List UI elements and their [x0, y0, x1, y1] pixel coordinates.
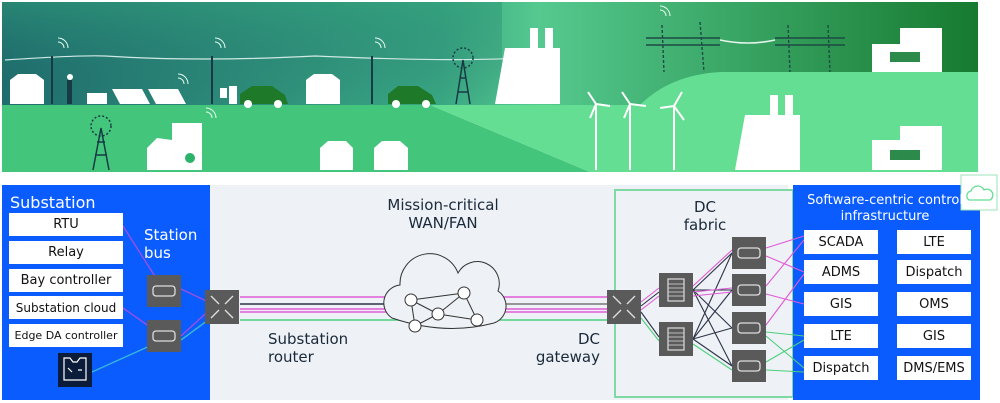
dc-spine-switch-1[interactable] — [659, 273, 693, 307]
wind-turbines — [587, 91, 685, 170]
electric-cars — [240, 86, 436, 108]
fabric-link — [692, 249, 733, 287]
substations — [495, 28, 800, 170]
device-relay[interactable]: Relay — [9, 241, 123, 264]
fabric-link — [765, 335, 805, 369]
wan-cloud — [383, 253, 507, 333]
fabric-link — [692, 327, 733, 340]
transmission-towers — [646, 21, 845, 73]
fabric-link — [692, 252, 733, 291]
control-app-right-2[interactable]: OMS — [897, 292, 971, 316]
control-app-right-1[interactable]: Dispatch — [897, 260, 971, 284]
cloud-icon — [966, 185, 994, 201]
dc-spine-switch-2[interactable] — [659, 322, 693, 356]
control-app-right-4[interactable]: DMS/EMS — [897, 356, 971, 380]
fabric-link — [765, 331, 805, 337]
fabric-link — [765, 273, 805, 326]
control-centers — [872, 28, 942, 170]
device-edge-da-controller[interactable]: Edge DA controller — [9, 324, 123, 347]
cloud-tile[interactable] — [960, 174, 998, 211]
control-app-right-0[interactable]: LTE — [897, 230, 971, 254]
utility-poles — [51, 56, 373, 104]
station-bus-label: Station bus — [144, 226, 198, 262]
dc-gateway[interactable] — [607, 290, 641, 324]
dc-fabric-title: DC fabric — [683, 198, 727, 234]
control-app-left-4[interactable]: Dispatch — [804, 356, 878, 380]
solar-panels — [87, 89, 186, 104]
grid-illustration — [2, 2, 978, 172]
fabric-link — [640, 317, 660, 342]
control-app-left-3[interactable]: LTE — [804, 324, 878, 348]
dc-leaf-switch-3[interactable] — [732, 312, 766, 344]
station-bus-switch-1[interactable] — [147, 275, 181, 307]
control-app-left-2[interactable]: GIS — [804, 292, 878, 316]
station-bus-switch-2[interactable] — [147, 320, 181, 352]
fabric-link — [640, 295, 660, 311]
fabric-link — [692, 289, 733, 340]
fabric-link — [692, 291, 733, 297]
lower-landscape-right — [430, 72, 978, 172]
fabric-link — [692, 338, 733, 367]
control-app-left-1[interactable]: ADMS — [804, 260, 878, 284]
fabric-link — [692, 252, 733, 340]
wan-title: Mission-critical WAN/FAN — [387, 196, 499, 232]
substation-router[interactable] — [205, 290, 239, 324]
fabric-link — [692, 287, 733, 293]
substation-router-label: Substation router — [268, 330, 349, 366]
fabric-link — [765, 239, 805, 287]
fabric-link — [765, 369, 805, 373]
control-app-left-0[interactable]: SCADA — [804, 230, 878, 254]
wireless-signal-icons — [57, 5, 671, 119]
substation-title: Substation — [10, 193, 96, 212]
device-substation-cloud[interactable]: Substation cloud — [9, 296, 123, 319]
device-rtu[interactable]: RTU — [9, 213, 123, 236]
fabric-link — [765, 255, 805, 273]
radio-towers — [90, 47, 474, 171]
device-bay-controller[interactable]: Bay controller — [9, 269, 123, 292]
fabric-link — [765, 235, 805, 249]
fabric-link — [640, 287, 660, 303]
control-app-right-3[interactable]: GIS — [897, 324, 971, 348]
dc-leaf-switch-4[interactable] — [732, 350, 766, 382]
dc-leaf-switch-1[interactable] — [732, 237, 766, 269]
fabric-link — [640, 291, 660, 307]
dc-gateway-label: DC gateway — [535, 330, 600, 366]
fabric-link — [640, 311, 660, 338]
edge-da-controller-icon[interactable] — [58, 353, 92, 387]
fabric-link — [765, 339, 805, 363]
fabric-link — [692, 343, 733, 371]
control-title: Software-centric control infrastructure — [807, 193, 963, 224]
dc-leaf-switch-2[interactable] — [732, 274, 766, 306]
houses — [10, 74, 408, 170]
fabric-link — [692, 289, 733, 367]
fabric-link — [692, 289, 733, 329]
